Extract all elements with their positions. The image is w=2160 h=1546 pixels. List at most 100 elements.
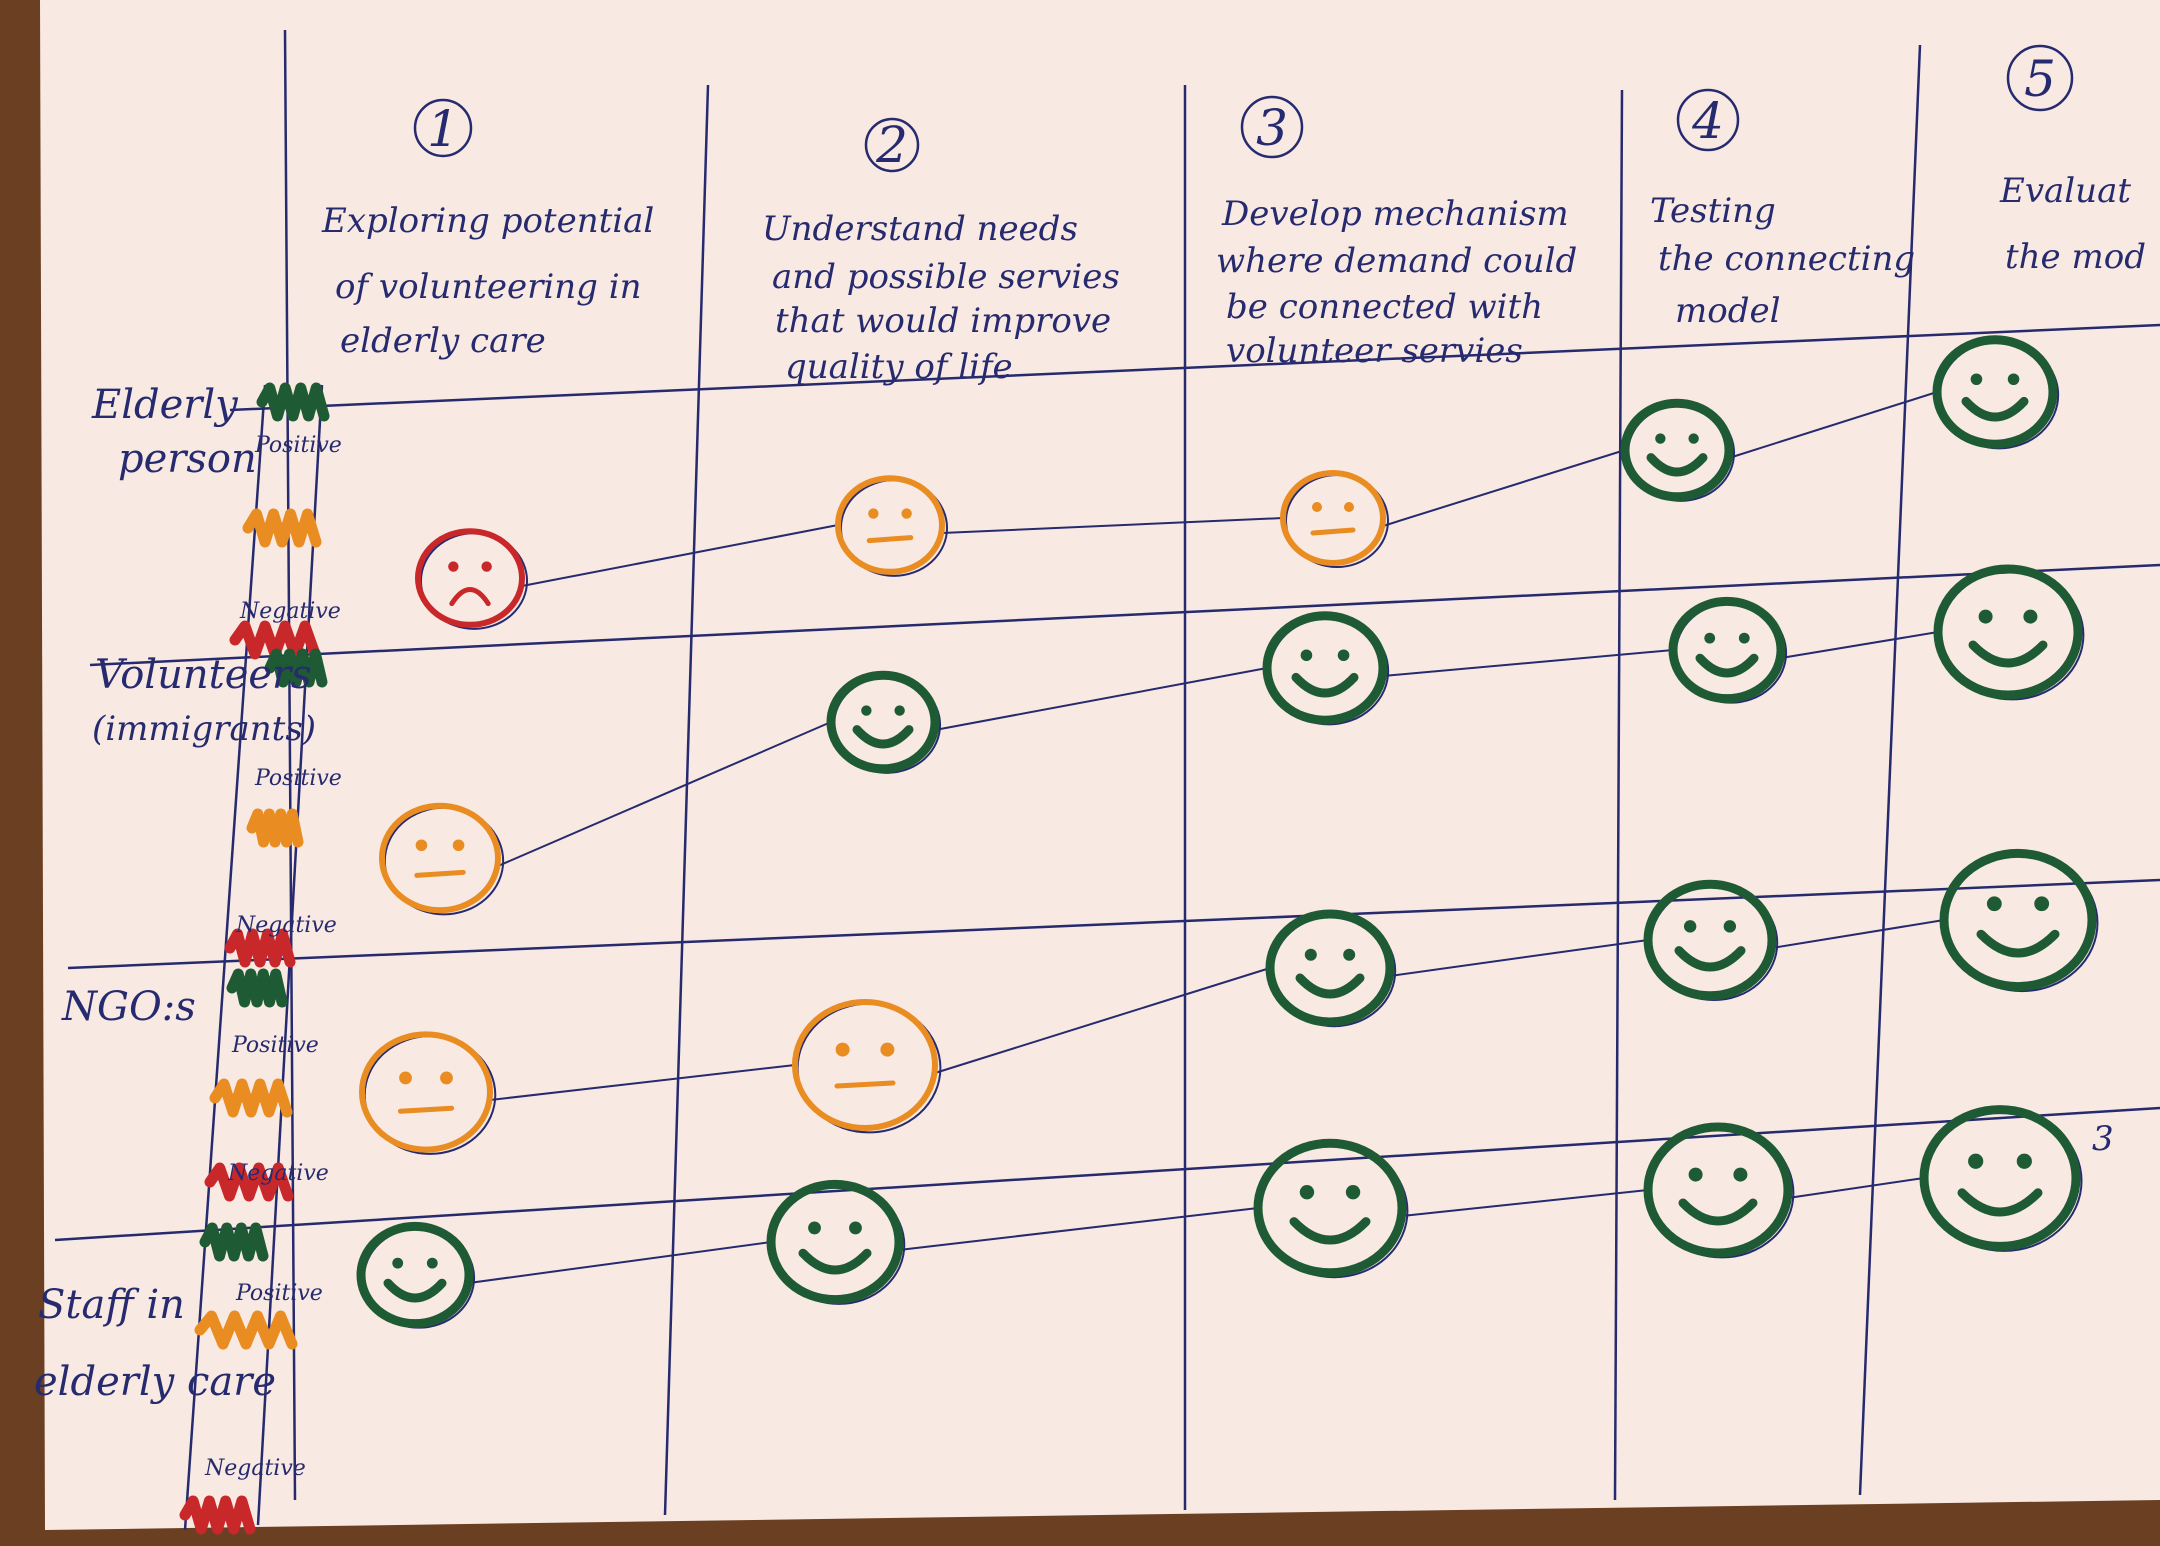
mood-connector — [1382, 649, 1674, 677]
row-divider-line — [54, 1106, 2160, 1242]
row-labels: Elderly person Volunteers (immigrants) N… — [34, 382, 316, 1405]
stage-title-line: volunteer servies — [1226, 331, 1523, 371]
stage-title-line: model — [1675, 291, 1780, 331]
stage-title-line: quality of life — [785, 347, 1013, 387]
mood-face-positive-icon — [1643, 1122, 1795, 1259]
stage-header-1: 1 Exploring potential of volunteering in… — [321, 98, 654, 361]
stage-title-line: of volunteering in — [335, 267, 641, 307]
scale-negative-label: Negative — [204, 1456, 306, 1481]
stage-title-line: the connecting — [1658, 239, 1915, 279]
mood-connector — [468, 1241, 772, 1284]
row-label-line: NGO:s — [61, 984, 196, 1030]
scale-negative-label: Negative — [227, 1161, 329, 1186]
scale-negative-label: Negative — [239, 599, 341, 624]
mood-connector — [1382, 449, 1626, 527]
scale-negative-mark — [204, 1162, 294, 1202]
paper-sheet — [40, 0, 2160, 1530]
scale-positive-label: Positive — [254, 433, 342, 458]
scale-positive-mark — [199, 1222, 269, 1262]
stage-title-line: Understand needs — [762, 209, 1078, 249]
scale-positive-mark — [226, 968, 288, 1008]
mood-faces — [356, 335, 2099, 1329]
mood-connector — [521, 524, 839, 587]
scale-positive-label: Positive — [235, 1281, 323, 1306]
scale-neutral-mark — [209, 1078, 293, 1118]
row-label-ngos: NGO:s — [61, 984, 196, 1030]
stage-title-line: be connected with — [1226, 287, 1543, 327]
scale-neutral-mark — [242, 508, 322, 548]
mood-face-neutral-icon — [1280, 470, 1389, 568]
grid-lines — [54, 29, 2160, 1516]
mood-face-positive-icon — [356, 1221, 476, 1329]
mood-face-positive-icon — [1939, 848, 2099, 993]
mood-face-neutral-icon — [835, 475, 949, 577]
mood-connector — [1780, 631, 1939, 659]
stage-title-line: Develop mechanism — [1221, 194, 1569, 234]
stage-title-line: Testing — [1650, 191, 1776, 231]
stage-number: 3 — [1256, 99, 1288, 157]
mood-connector-lines — [468, 391, 1945, 1284]
stage-title-line: Evaluat — [1999, 171, 2131, 211]
mood-connector — [497, 721, 832, 867]
mood-face-positive-icon — [1932, 335, 2060, 450]
mood-face-positive-icon — [766, 1179, 906, 1305]
mood-connector — [489, 1064, 796, 1101]
mood-face-positive-icon — [1668, 596, 1788, 704]
scale-positive-label: Positive — [231, 1033, 319, 1058]
mood-face-positive-icon — [1265, 909, 1397, 1028]
row-divider-line — [229, 323, 2160, 412]
mood-connector — [1771, 919, 1945, 949]
mood-face-neutral-icon — [359, 1031, 497, 1155]
mood-face-positive-icon — [1919, 1105, 2083, 1252]
mood-connector — [934, 967, 1271, 1074]
scale-neutral-mark — [194, 1310, 298, 1350]
mood-connector — [1389, 939, 1649, 977]
mood-connector — [1728, 391, 1938, 459]
stage-number: 1 — [427, 100, 459, 158]
mood-scale-column — [179, 382, 330, 1535]
row-label-line: (immigrants) — [92, 709, 316, 749]
stage-number: 4 — [1691, 92, 1724, 150]
mood-face-positive-icon — [1933, 564, 2085, 701]
row-label-line: Volunteers — [95, 652, 312, 698]
stage-number: 5 — [2024, 50, 2056, 108]
row-label-line: Staff in — [38, 1282, 185, 1328]
mood-face-positive-icon — [1620, 398, 1736, 502]
row-label-volunteers: Volunteers (immigrants) — [92, 652, 316, 749]
stage-divider-line — [663, 84, 710, 1516]
scale-line-left — [183, 384, 267, 1531]
stage-title-line: that would improve — [775, 301, 1111, 341]
mood-face-positive-icon — [826, 670, 942, 774]
scale-negative-mark — [179, 1495, 256, 1535]
stray-number-mark: 3 — [2092, 1119, 2114, 1159]
stage-title-line: the mod — [2005, 237, 2146, 277]
stage-header-5: 5 Evaluat the mod — [1999, 44, 2146, 277]
stage-header-4: 4 Testing the connecting model — [1650, 88, 1915, 331]
scale-words: Positive Negative Positive Negative Posi… — [204, 433, 342, 1481]
stage-divider-line — [1613, 89, 1624, 1501]
row-label-line: person — [118, 436, 257, 482]
mood-face-neutral-icon — [379, 802, 505, 916]
scale-positive-label: Positive — [254, 766, 342, 791]
stage-title-line: Exploring potential — [321, 201, 654, 241]
stage-header-3: 3 Develop mechanism where demand could b… — [1216, 95, 1577, 371]
row-label-elderly-person: Elderly person — [91, 382, 257, 482]
row-label-staff: Staff in elderly care — [34, 1282, 276, 1405]
row-label-line: elderly care — [34, 1359, 276, 1405]
mood-connector — [941, 517, 1284, 534]
stage-header-2: 2 Understand needs and possible servies … — [762, 116, 1120, 387]
stage-number: 2 — [875, 116, 908, 174]
scale-positive-mark — [256, 382, 330, 422]
scale-neutral-mark — [246, 808, 304, 848]
scale-negative-mark — [224, 928, 296, 968]
row-divider-line — [67, 878, 2160, 970]
row-label-line: Elderly — [91, 382, 239, 428]
mood-face-positive-icon — [1643, 879, 1779, 1002]
row-divider-line — [89, 563, 2160, 667]
stage-title-line: and possible servies — [772, 257, 1120, 297]
stage-title-line: where demand could — [1216, 241, 1577, 281]
stage-title-line: elderly care — [340, 321, 546, 361]
mood-face-positive-icon — [1253, 1138, 1409, 1279]
mood-face-negative-icon — [415, 528, 529, 630]
